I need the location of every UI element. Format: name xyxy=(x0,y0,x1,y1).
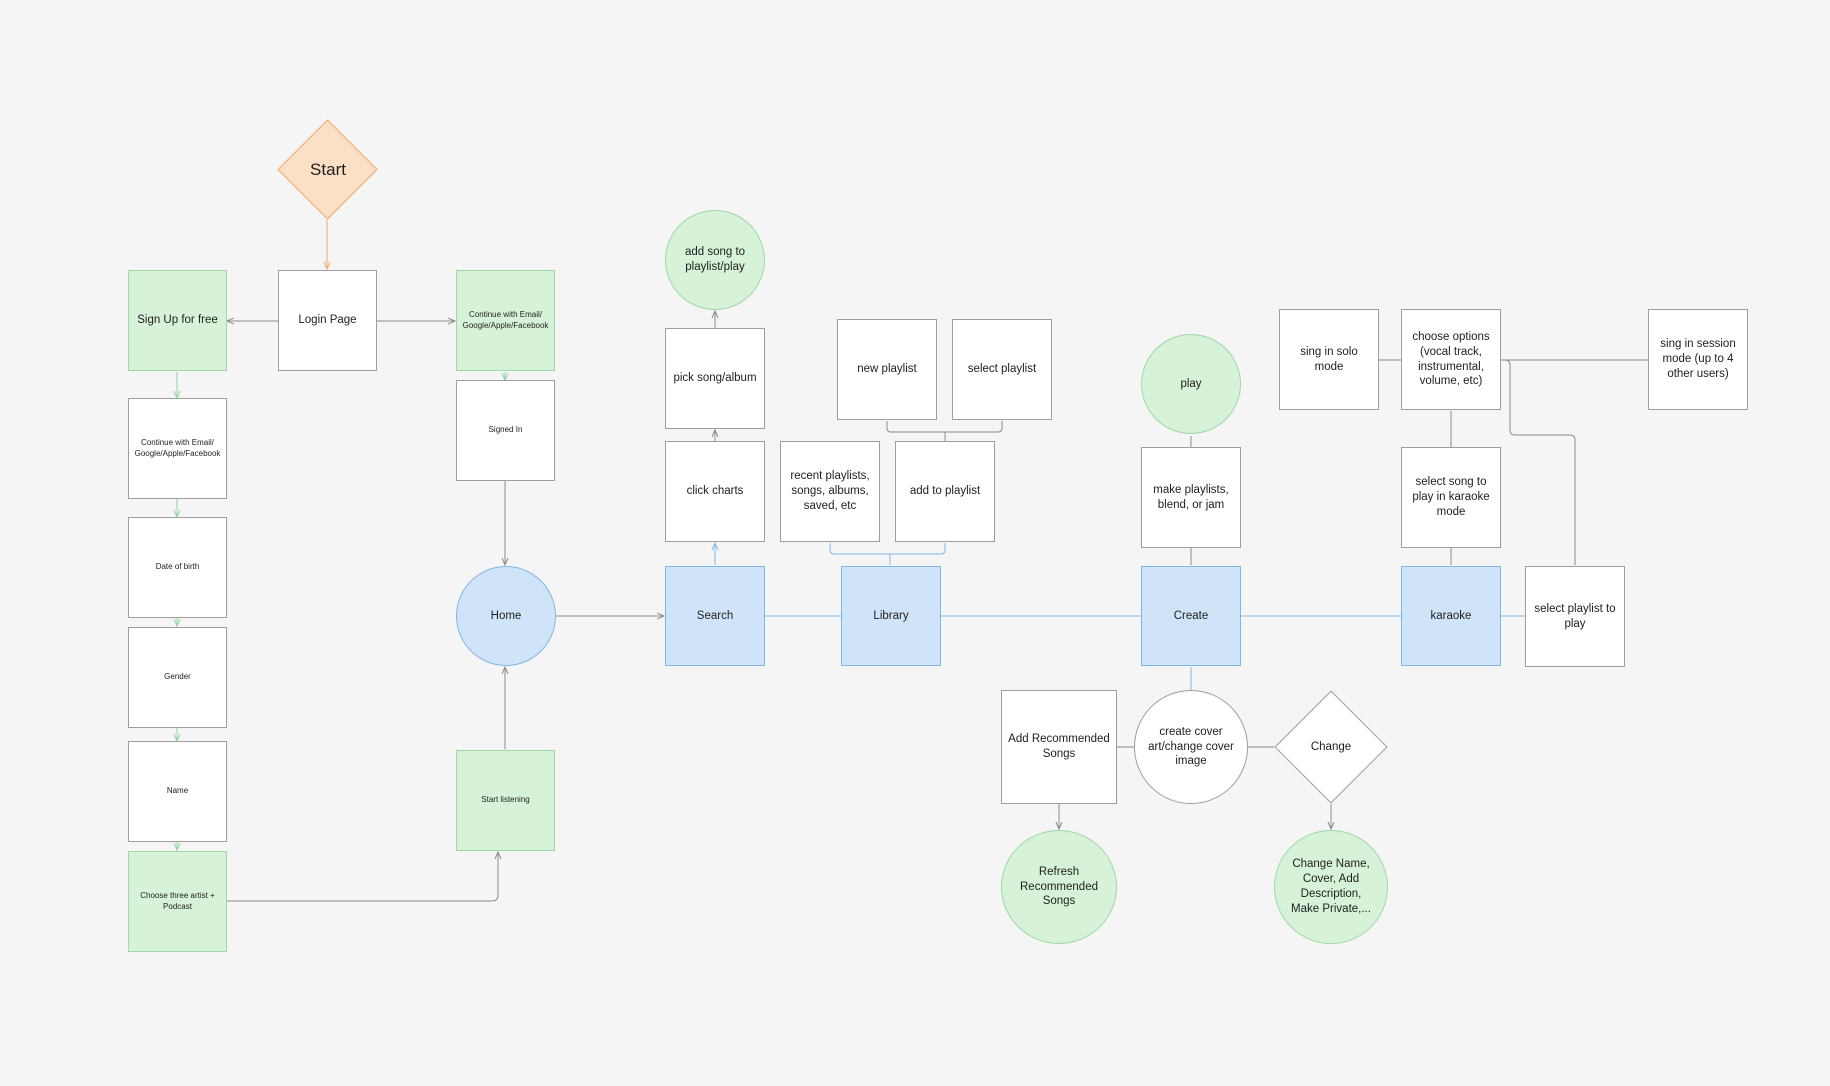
add-song-to-playlist-node: add song to playlist/play xyxy=(665,210,765,310)
add-recommended-songs-node: Add Recommended Songs xyxy=(1001,690,1117,804)
continue-with-top-node: Continue with Email/ Google/Apple/Facebo… xyxy=(456,270,555,371)
login-page-node: Login Page xyxy=(278,270,377,371)
create-cover-art-node: create cover art/change cover image xyxy=(1134,690,1248,804)
add-to-playlist-node: add to playlist xyxy=(895,441,995,542)
new-playlist-node: new playlist xyxy=(837,319,937,420)
date-of-birth-node: Date of birth xyxy=(128,517,227,618)
choose-three-artist-node: Choose three artist + Podcast xyxy=(128,851,227,952)
select-playlist-to-play-node: select playlist to play xyxy=(1525,566,1625,667)
connector-playlist-bracket xyxy=(886,421,1003,441)
start-label: Start xyxy=(310,160,346,179)
start-listening-node: Start listening xyxy=(456,750,555,851)
connector-library-bracket xyxy=(829,543,946,565)
sing-session-node: sing in session mode (up to 4 other user… xyxy=(1648,309,1748,410)
pick-song-album-node: pick song/album xyxy=(665,328,765,429)
home-node: Home xyxy=(456,566,556,666)
signed-in-node: Signed In xyxy=(456,380,555,481)
change-name-cover-node: Change Name, Cover, Add Description, Mak… xyxy=(1274,830,1388,944)
refresh-recommended-songs-node: Refresh Recommended Songs xyxy=(1001,830,1117,944)
sing-solo-node: sing in solo mode xyxy=(1279,309,1379,410)
karaoke-node: karaoke xyxy=(1401,566,1501,666)
name-node: Name xyxy=(128,741,227,842)
play-node: play xyxy=(1141,334,1241,434)
gender-node: Gender xyxy=(128,627,227,728)
recent-playlists-node: recent playlists, songs, albums, saved, … xyxy=(780,441,880,542)
click-charts-node: click charts xyxy=(665,441,765,542)
change-label: Change xyxy=(1310,741,1352,753)
continue-with-left-node: Continue with Email/ Google/Apple/Facebo… xyxy=(128,398,227,499)
choose-options-node: choose options (vocal track, instrumenta… xyxy=(1401,309,1501,410)
make-playlists-node: make playlists, blend, or jam xyxy=(1141,447,1241,548)
sign-up-node: Sign Up for free xyxy=(128,270,227,371)
connector-choose-startlistening xyxy=(227,852,498,902)
select-song-karaoke-node: select song to play in karaoke mode xyxy=(1401,447,1501,548)
connector-options-selectplaylist xyxy=(1501,359,1576,565)
select-playlist-node: select playlist xyxy=(952,319,1052,420)
library-node: Library xyxy=(841,566,941,666)
create-node: Create xyxy=(1141,566,1241,666)
search-node: Search xyxy=(665,566,765,666)
